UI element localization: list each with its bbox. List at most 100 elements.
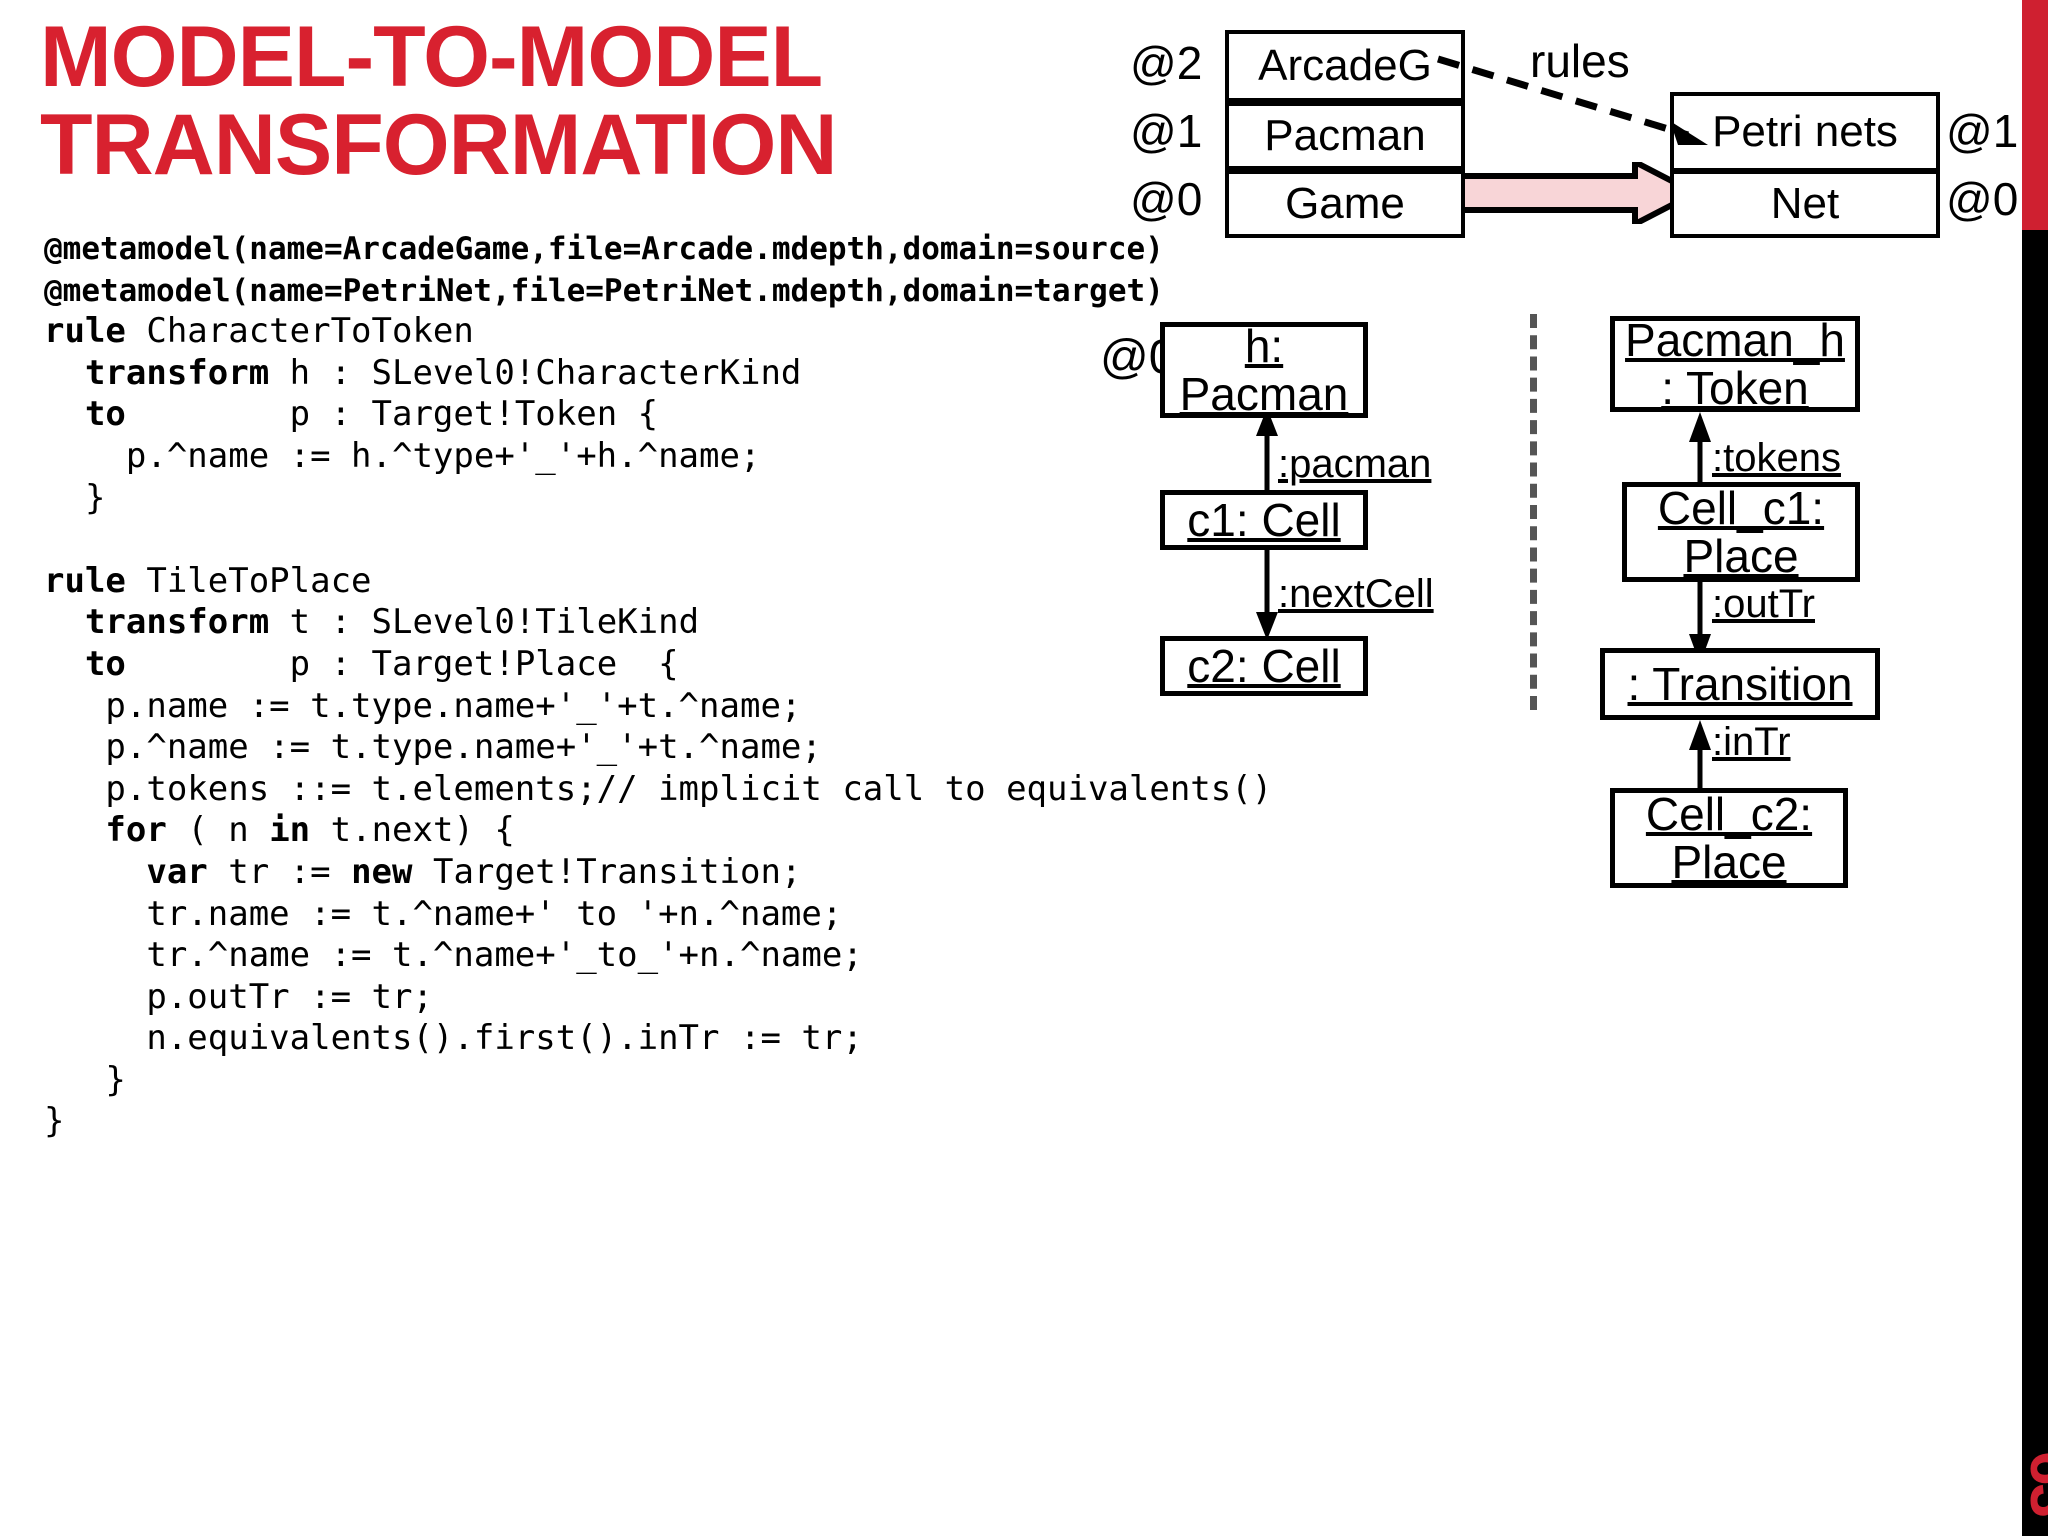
source-level-label-1: @1: [1130, 105, 1203, 157]
target-object-cell-c1-place-line2: Place: [1683, 530, 1799, 582]
target-object-pacman-h-token[interactable]: Pacman_h : Token: [1610, 315, 1860, 414]
target-object-transition-label: : Transition: [1627, 657, 1853, 710]
code-token: var: [146, 851, 208, 892]
code-token: rule: [44, 311, 126, 352]
code-token: in: [269, 810, 311, 851]
code-token: }: [44, 1059, 126, 1100]
edge-accent-red: [2022, 0, 2048, 230]
target-edge-label-tokens: :tokens: [1712, 436, 1841, 480]
page-title-line-2: TRANSFORMATION: [40, 96, 838, 193]
code-token: transform: [44, 352, 270, 393]
code-token: [44, 852, 146, 892]
code-token: p.^name := t.type.name+'_'+t.^name;: [44, 727, 822, 768]
target-object-cell-c2-place[interactable]: Cell_c2: Place: [1610, 788, 1848, 888]
source-object-c2-cell-label: c2: Cell: [1187, 639, 1341, 692]
code-token: for: [105, 810, 167, 851]
edge-accent-black: [2022, 230, 2048, 1536]
code-line: tr.^name := t.^name+'_to_'+n.^name;: [44, 935, 1272, 977]
code-token: p.tokens ::= t.elements;// implicit call…: [44, 768, 1273, 809]
code-token: @metamodel(name=ArcadeGame,file=Arcade.m…: [44, 231, 1164, 267]
target-object-pacman-h-token-line2: : Token: [1661, 362, 1809, 414]
transformation-code-block: @metamodel(name=ArcadeGame,file=Arcade.m…: [44, 228, 1272, 1143]
page-title-line-1: MODEL-TO-MODEL: [40, 9, 823, 105]
code-token: Target!Transition;: [412, 851, 802, 892]
target-object-cell-c1-place-line1: Cell_c1:: [1657, 481, 1825, 534]
code-token: tr :=: [207, 851, 352, 892]
code-token: n.equivalents().first().inTr := tr;: [44, 1018, 863, 1059]
code-token: t : SLevel0!TileKind: [269, 602, 700, 643]
code-line: p.outTr := tr;: [44, 977, 1272, 1019]
code-token: tr.^name := t.^name+'_to_'+n.^name;: [44, 935, 863, 976]
code-token: p.^name := h.^type+'_'+h.^name;: [44, 435, 761, 476]
target-box-petrinets[interactable]: Petri nets: [1670, 92, 1940, 172]
target-level-label-1: @1: [1946, 105, 2019, 157]
code-line: @metamodel(name=PetriNet,file=PetriNet.m…: [44, 270, 1272, 312]
code-line: rule CharacterToToken: [44, 311, 1272, 353]
source-object-c2-cell[interactable]: c2: Cell: [1160, 636, 1368, 696]
transformation-arrow-icon: [1445, 162, 1695, 224]
code-line: }: [44, 1060, 1272, 1102]
object-diagrams: @0 h: Pacman :pacman c1: Cell :nextCell …: [1100, 300, 2030, 900]
source-connectors: [1256, 408, 1278, 640]
metamodel-stack-diagram: @2 @1 @0 ArcadeG Pacman Game Petri nets …: [1130, 14, 2020, 238]
code-token: rule: [44, 560, 126, 601]
target-object-transition[interactable]: : Transition: [1600, 648, 1880, 720]
code-line: n.equivalents().first().inTr := tr;: [44, 1018, 1272, 1060]
source-object-h-pacman-line2: Pacman: [1179, 368, 1349, 420]
code-line: to p : Target!Place {: [44, 644, 1272, 686]
code-line: transform h : SLevel0!CharacterKind: [44, 353, 1272, 395]
target-connectors: [1689, 412, 1711, 788]
rules-dashed-arrow-icon: [1436, 55, 1708, 145]
source-edge-label-nextcell: :nextCell: [1278, 572, 1434, 616]
source-target-divider: [1530, 314, 1537, 710]
code-line: rule TileToPlace: [44, 561, 1272, 603]
code-line: }: [44, 478, 1272, 520]
code-token: p.outTr := tr;: [44, 976, 433, 1017]
target-level-label-0: @0: [1946, 173, 2019, 225]
code-line: p.^name := t.type.name+'_'+t.^name;: [44, 727, 1272, 769]
code-token: }: [44, 1101, 65, 1142]
code-line: }: [44, 1101, 1272, 1143]
source-level-label-2: @2: [1130, 37, 1203, 89]
code-token: transform: [44, 602, 270, 643]
code-token: p : Target!Place {: [125, 643, 679, 684]
rules-edge-label: rules: [1530, 35, 1630, 87]
target-edge-label-intr: :inTr: [1712, 720, 1791, 764]
code-line: transform t : SLevel0!TileKind: [44, 602, 1272, 644]
code-line: p.tokens ::= t.elements;// implicit call…: [44, 769, 1272, 811]
code-line: var tr := new Target!Transition;: [44, 852, 1272, 894]
code-token: h : SLevel0!CharacterKind: [269, 352, 802, 393]
code-token: CharacterToToken: [125, 311, 474, 352]
target-object-cell-c2-place-line2: Place: [1671, 836, 1787, 888]
source-object-h-pacman-line1: h:: [1244, 319, 1284, 372]
source-box-arcadegame[interactable]: ArcadeG: [1225, 30, 1465, 102]
code-line: [44, 519, 1272, 561]
code-line: @metamodel(name=ArcadeGame,file=Arcade.m…: [44, 228, 1272, 270]
code-token: TileToPlace: [125, 560, 372, 601]
target-edge-label-outtr: :outTr: [1712, 582, 1815, 626]
source-object-h-pacman[interactable]: h: Pacman: [1160, 319, 1368, 420]
source-object-c1-cell-label: c1: Cell: [1187, 493, 1341, 546]
code-token: p : Target!Token {: [125, 394, 659, 435]
code-token: to: [44, 394, 126, 435]
code-line: for ( n in t.next) {: [44, 810, 1272, 852]
code-token: p.name := t.type.name+'_'+t.^name;: [44, 685, 802, 726]
source-object-c1-cell[interactable]: c1: Cell: [1160, 490, 1368, 550]
code-token: t.next) {: [310, 810, 515, 851]
source-box-pacman[interactable]: Pacman: [1225, 102, 1465, 170]
code-line: to p : Target!Token {: [44, 394, 1272, 436]
source-box-game[interactable]: Game: [1225, 170, 1465, 238]
code-token: to: [44, 643, 126, 684]
page-number: 63: [2017, 1451, 2048, 1516]
source-level-label-0: @0: [1130, 173, 1203, 225]
source-edge-label-pacman: :pacman: [1278, 442, 1432, 486]
target-object-cell-c1-place[interactable]: Cell_c1: Place: [1622, 482, 1860, 582]
code-token: @metamodel(name=PetriNet,file=PetriNet.m…: [44, 272, 1164, 309]
code-token: tr.name := t.^name+' to '+n.^name;: [44, 893, 843, 934]
target-box-net[interactable]: Net: [1670, 170, 1940, 238]
code-line: tr.name := t.^name+' to '+n.^name;: [44, 894, 1272, 936]
code-token: }: [44, 477, 106, 518]
code-line: p.name := t.type.name+'_'+t.^name;: [44, 686, 1272, 728]
code-token: ( n: [166, 810, 270, 851]
